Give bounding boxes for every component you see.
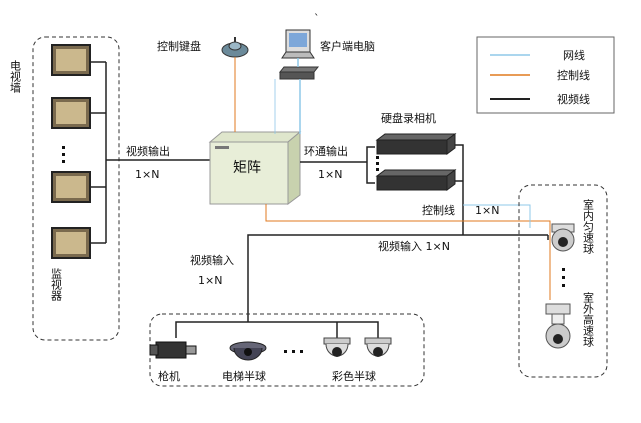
legend-item-control: 控制线 <box>490 68 590 82</box>
tv-monitor-icon <box>51 44 106 76</box>
tv-monitor-icon <box>51 227 106 259</box>
dome-ellipsis <box>562 268 565 287</box>
dome-camera-icon <box>323 337 351 357</box>
video-input-line <box>247 234 548 322</box>
speed-dome-icon <box>545 303 571 349</box>
svg-text:视频线: 视频线 <box>557 92 590 106</box>
network-line-to-domes <box>463 204 531 228</box>
loop-output-count: 1×N <box>318 168 342 181</box>
legend-item-network: 网线 <box>490 48 585 62</box>
computer-icon <box>281 29 315 59</box>
camera-ellipsis <box>284 350 303 353</box>
monitor-ellipsis <box>62 146 65 163</box>
control-keyboard-label: 控制键盘 <box>157 39 201 53</box>
speed-dome-icon <box>551 223 575 252</box>
tv-monitor-icon <box>51 171 106 203</box>
dvr-recorder-icon <box>375 133 457 155</box>
video-input-count: 1×N <box>198 274 222 287</box>
video-input-label: 视频输入 <box>190 253 234 267</box>
svg-text:网线: 网线 <box>563 48 585 62</box>
dvr-recorder-icon <box>375 169 457 191</box>
speed-dome-group <box>518 184 608 378</box>
video-input-right-label: 视频输入 1×N <box>378 239 450 253</box>
indoor-dome-label: 室内匀速球 <box>582 198 595 254</box>
video-output-label: 视频输出 <box>126 144 170 158</box>
tv-wall-group <box>32 36 120 341</box>
stray-mark: ` <box>314 12 320 25</box>
client-pc-label: 客户端电脑 <box>320 39 375 53</box>
network-switch-icon <box>278 66 320 80</box>
tv-monitor-icon <box>51 97 106 129</box>
joystick-keyboard-icon <box>221 37 249 58</box>
ptz-dome-label: 电梯半球 <box>222 369 266 383</box>
dvr-label: 硬盘录相机 <box>381 111 436 125</box>
outdoor-dome-label: 室外高速球 <box>582 291 595 347</box>
dome-camera-icon <box>364 337 392 357</box>
tv-wall-label: 电视墙 <box>9 60 22 94</box>
svg-text:控制线: 控制线 <box>557 68 590 82</box>
control-line-label: 控制线 <box>422 203 455 217</box>
color-dome-label: 彩色半球 <box>332 369 376 383</box>
control-line <box>265 204 551 300</box>
dvr-ellipsis <box>376 156 379 171</box>
monitor-label: 监视器 <box>50 268 63 302</box>
dome-camera-icon <box>229 341 267 361</box>
legend-item-video: 视频线 <box>490 92 590 106</box>
matrix-label: 矩阵 <box>233 160 261 176</box>
loop-output-label: 环通输出 <box>304 144 348 158</box>
gun-camera-label: 枪机 <box>158 369 180 383</box>
bullet-camera-icon <box>149 341 197 359</box>
video-output-count: 1×N <box>135 168 159 181</box>
matrix-device <box>208 130 302 205</box>
control-line-count: 1×N <box>475 204 499 217</box>
